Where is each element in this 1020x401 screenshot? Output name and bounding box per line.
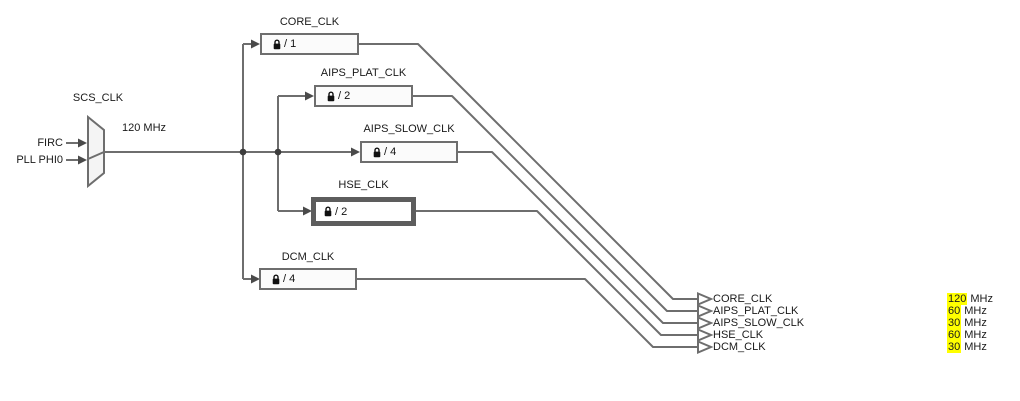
output-port-arrow-icon[interactable] xyxy=(697,291,714,307)
divider-value: / 1 xyxy=(284,38,297,50)
output-port-arrow-icon[interactable] xyxy=(697,327,714,343)
output-port-arrow-icon[interactable] xyxy=(697,315,714,331)
divider-label-dcm-clk: DCM_CLK xyxy=(281,251,335,263)
frequency-value: 120 xyxy=(947,293,968,305)
divider-label-aips-slow-clk: AIPS_SLOW_CLK xyxy=(363,123,455,135)
divider-box-aips-plat-clk[interactable]: / 2 xyxy=(314,85,413,107)
wire-core-out xyxy=(359,43,698,300)
output-label-aips-plat-clk: AIPS_PLAT_CLK xyxy=(713,305,799,317)
frequency-unit: MHz xyxy=(970,293,993,305)
junction-dot xyxy=(239,148,247,156)
mux-selected-path xyxy=(87,151,105,160)
divider-box-dcm-clk[interactable]: / 4 xyxy=(259,268,357,290)
divider-value: / 2 xyxy=(338,90,351,102)
arrowhead-icon xyxy=(78,155,87,165)
mux-shape[interactable] xyxy=(87,114,105,189)
frequency-unit: MHz xyxy=(964,317,987,329)
arrowhead-icon xyxy=(78,138,87,148)
mux-label: SCS_CLK xyxy=(72,92,124,104)
frequency-unit: MHz xyxy=(964,305,987,317)
frequency-value: 60 xyxy=(947,305,962,317)
lock-icon xyxy=(373,147,381,158)
output-port-arrow-icon[interactable] xyxy=(697,339,714,355)
frequency-value: 30 xyxy=(947,317,962,329)
mux-input-label-pll-phi0: PLL PHI0 xyxy=(16,154,63,166)
divider-value: / 4 xyxy=(283,273,296,285)
arrowhead-icon xyxy=(351,147,360,157)
divider-label-hse-clk: HSE_CLK xyxy=(338,179,389,191)
divider-box-aips-slow-clk[interactable]: / 4 xyxy=(360,141,458,163)
arrowhead-icon xyxy=(305,91,314,101)
lock-icon xyxy=(327,91,335,102)
frequency-unit: MHz xyxy=(964,329,987,341)
output-port-arrow-icon[interactable] xyxy=(697,303,714,319)
lock-icon xyxy=(272,274,280,285)
lock-icon xyxy=(273,39,281,50)
arrowhead-icon xyxy=(251,39,260,49)
divider-value: / 2 xyxy=(335,205,348,218)
arrowhead-icon xyxy=(303,206,312,216)
divider-label-aips-plat-clk: AIPS_PLAT_CLK xyxy=(320,67,407,79)
frequency-value: 60 xyxy=(947,329,962,341)
wire-slow-out xyxy=(458,151,698,324)
divider-value: / 4 xyxy=(384,146,397,158)
mux-input-label-firc: FIRC xyxy=(37,137,63,149)
lock-icon xyxy=(324,206,332,217)
wire-plat-out xyxy=(413,95,698,312)
wire-dcm-out xyxy=(357,278,698,348)
divider-box-hse-clk[interactable]: / 2 xyxy=(311,197,416,226)
junction-dot xyxy=(274,148,282,156)
arrowhead-icon xyxy=(251,274,260,284)
divider-box-core-clk[interactable]: / 1 xyxy=(260,33,359,55)
output-label-aips-slow-clk: AIPS_SLOW_CLK xyxy=(713,317,805,329)
mux-output-frequency: 120 MHz xyxy=(122,122,167,134)
output-label-hse-clk: HSE_CLK xyxy=(713,329,764,341)
wire-hse-out xyxy=(416,210,698,336)
divider-label-core-clk: CORE_CLK xyxy=(279,16,340,28)
output-label-dcm-clk: DCM_CLK xyxy=(713,341,766,353)
frequency-unit: MHz xyxy=(964,341,987,353)
output-label-core-clk: CORE_CLK xyxy=(713,293,773,305)
frequency-value: 30 xyxy=(947,341,962,353)
